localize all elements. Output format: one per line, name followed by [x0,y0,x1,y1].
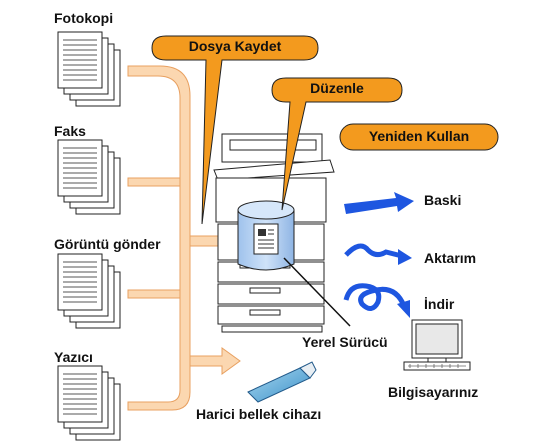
callout-save-file-label: Dosya Kaydet [188,38,282,54]
callout-reuse [339,123,499,151]
external-memory-label: Harici bellek cihazı [196,406,322,422]
doc-stack-image-send-icon [57,253,121,329]
usb-memory-icon [247,361,317,403]
your-computer-label: Bilgisayarınız [388,384,479,400]
computer-icon [403,319,471,371]
callout-edit-label: Düzenle [310,80,364,96]
input-label-printer: Yazıcı [54,349,93,365]
transfer-arrow-icon [344,243,403,259]
callout-reuse-label: Yeniden Kullan [368,128,470,144]
local-drive-pointer-line [283,257,351,327]
input-label-fax: Faks [54,123,86,139]
local-drive-cylinder-icon [237,200,295,271]
output-label-print: Baski [424,192,462,208]
callout-edit [271,77,403,211]
doc-stack-copy-icon [57,31,121,107]
input-label-copy: Fotokopi [54,10,114,26]
doc-stack-fax-icon [57,139,121,215]
download-arrow-icon [343,283,407,311]
output-label-transfer: Aktarım [424,250,477,266]
doc-stack-printer-icon [57,365,121,441]
print-arrow-icon [344,192,414,214]
local-drive-label: Yerel Sürücü [302,334,388,350]
input-label-image-send: Görüntü gönder [54,236,161,252]
output-label-download: İndir [424,296,455,312]
callout-save-file [151,35,319,225]
